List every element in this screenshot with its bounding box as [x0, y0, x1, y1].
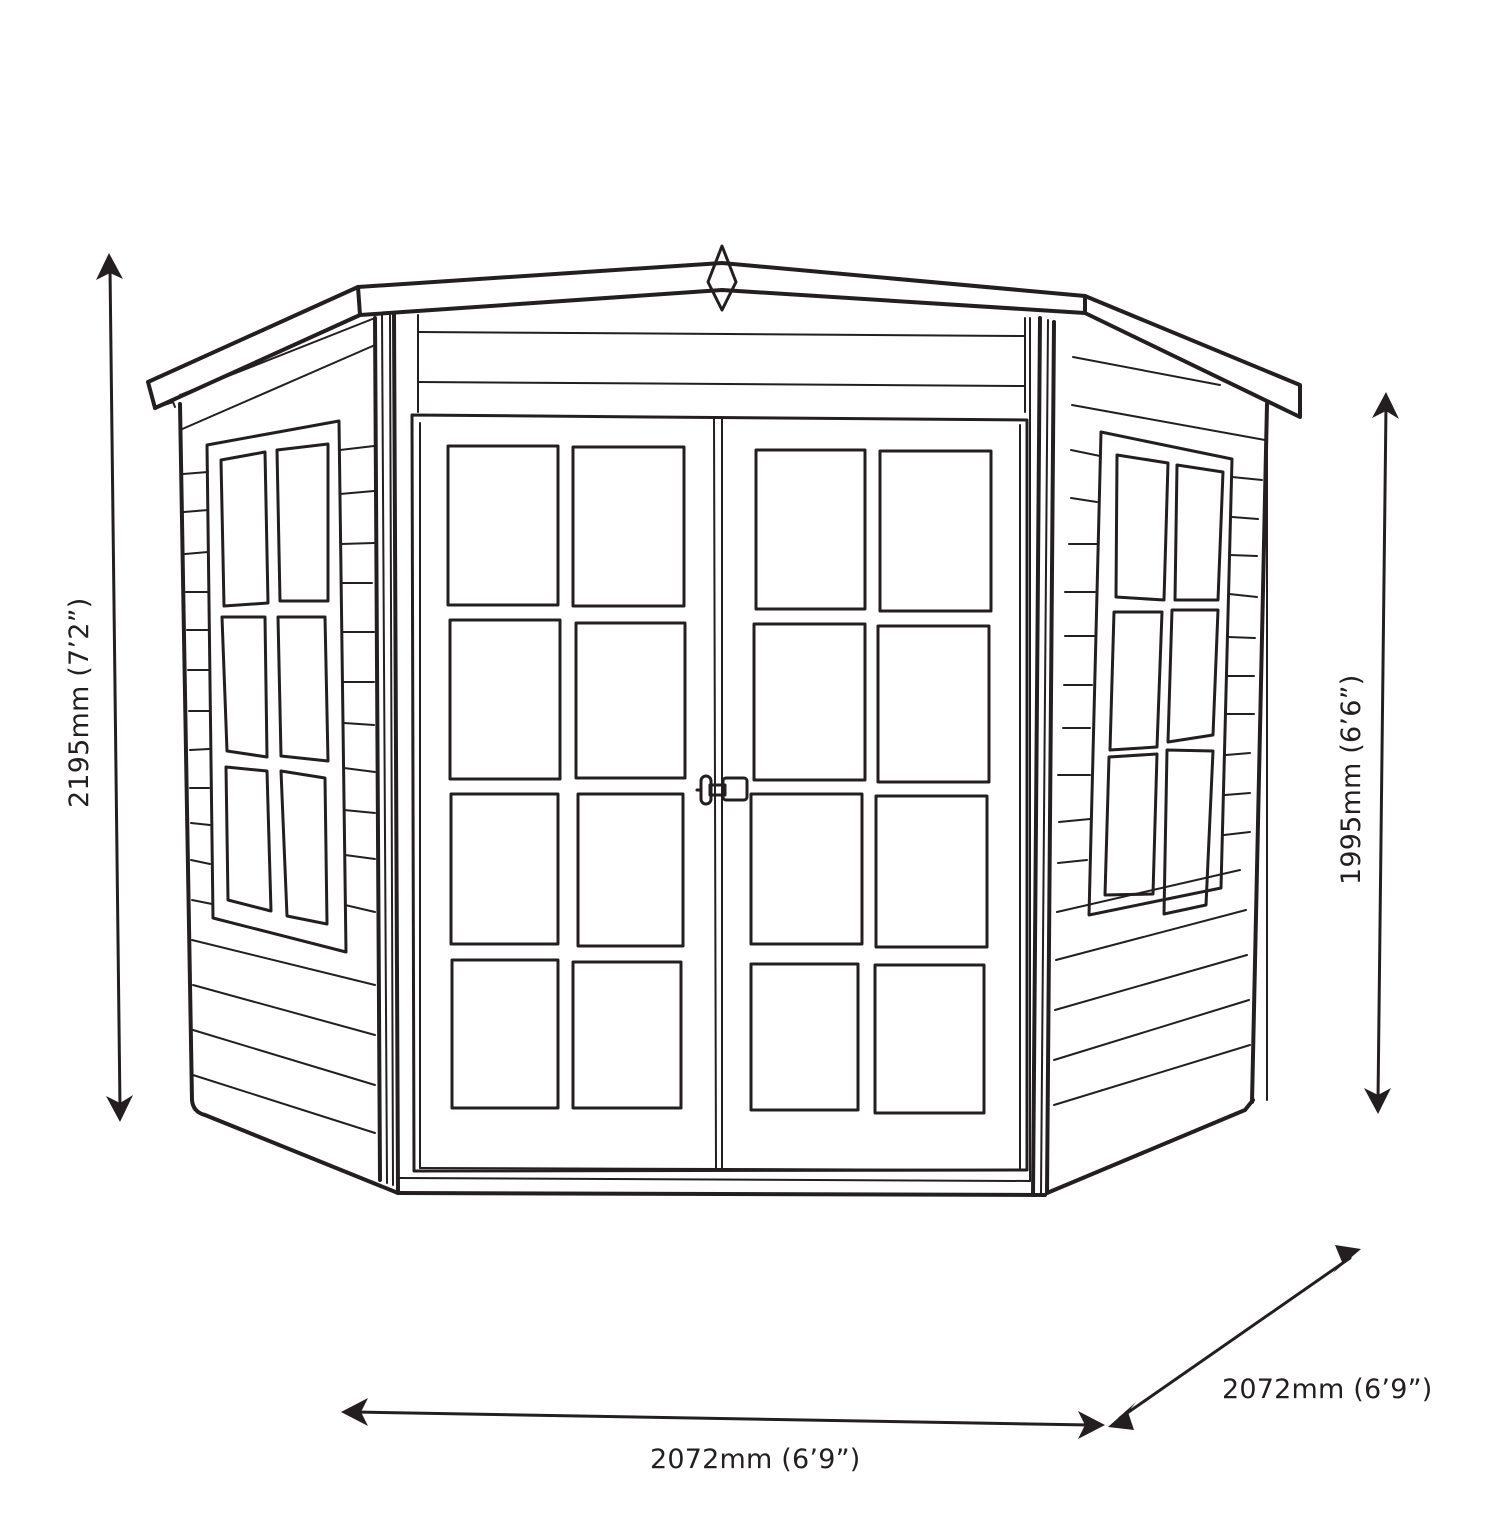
right-door-panes	[749, 448, 993, 1115]
front-wall	[396, 314, 1047, 1197]
depth-label: 2072mm (6’9”)	[1222, 1374, 1433, 1405]
overall-height-label: 2195mm (7’2”)	[64, 597, 95, 809]
eaves-height-dimension-arrow	[1364, 392, 1399, 1114]
right-side-window	[1087, 430, 1234, 917]
right-side-wall	[1045, 356, 1269, 1195]
left-door-panes	[446, 444, 687, 1110]
depth-dimension-arrow	[1108, 1245, 1361, 1430]
left-corner-post	[373, 313, 400, 1195]
left-side-wall	[178, 317, 400, 1195]
right-corner-post	[1029, 316, 1056, 1197]
left-side-window	[205, 419, 348, 954]
front-width-label: 2072mm (6’9”)	[650, 1444, 861, 1475]
roof	[146, 261, 1302, 1101]
eaves-height-label: 1995mm (6’6”)	[1336, 674, 1367, 886]
height-dimension-arrow	[96, 253, 133, 1122]
door-latch	[695, 774, 749, 806]
double-doors	[410, 413, 1029, 1173]
diamond-finial	[706, 244, 738, 312]
width-dimension-arrow	[341, 1398, 1105, 1439]
